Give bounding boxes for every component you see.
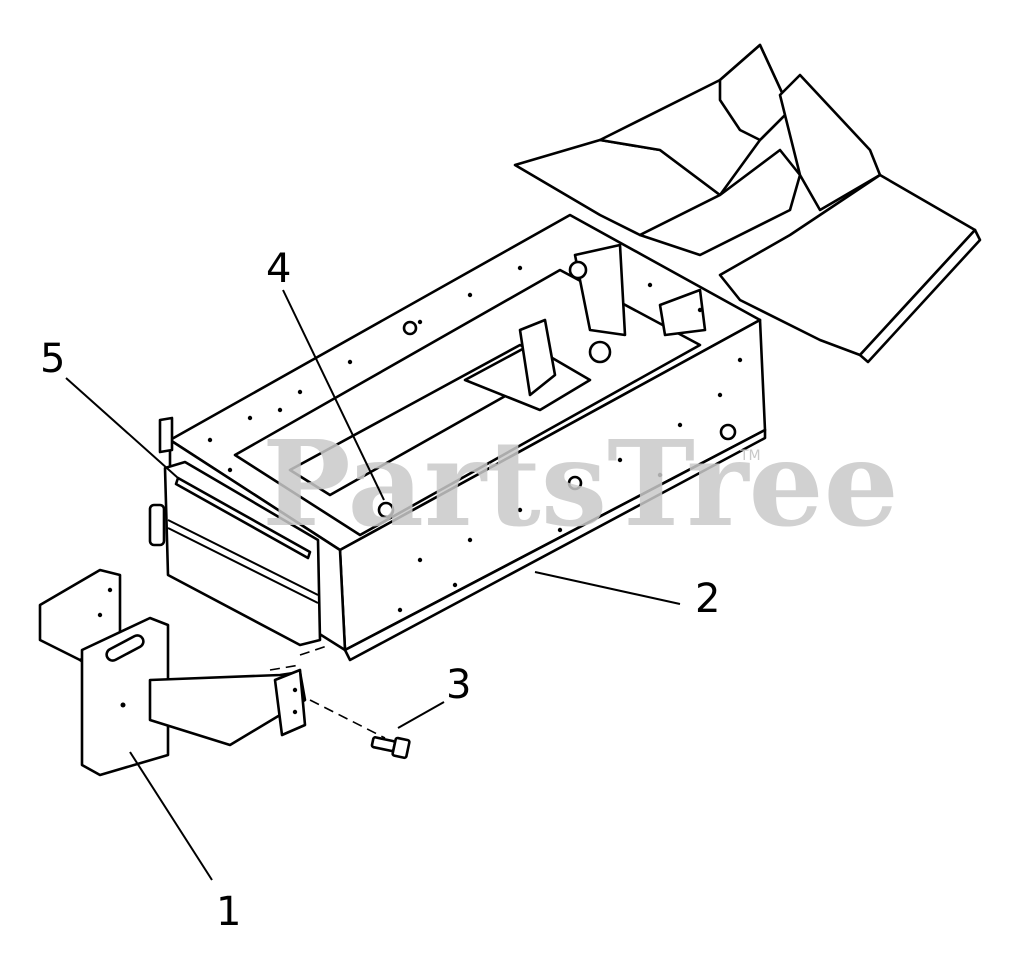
rear-bumper — [148, 416, 322, 647]
leader-lines — [65, 289, 681, 881]
callout-2: 2 — [695, 576, 720, 622]
callout-1: 1 — [216, 889, 241, 935]
hitch-bracket — [38, 568, 307, 777]
callout-3: 3 — [446, 662, 471, 708]
callout-5: 5 — [40, 336, 65, 382]
callout-4: 4 — [266, 246, 291, 292]
nut — [377, 501, 395, 519]
watermark-trademark: TM — [739, 448, 761, 464]
front-foot-plates — [513, 43, 982, 364]
bolt — [370, 736, 411, 760]
watermark-text: PartsTree — [262, 414, 899, 553]
